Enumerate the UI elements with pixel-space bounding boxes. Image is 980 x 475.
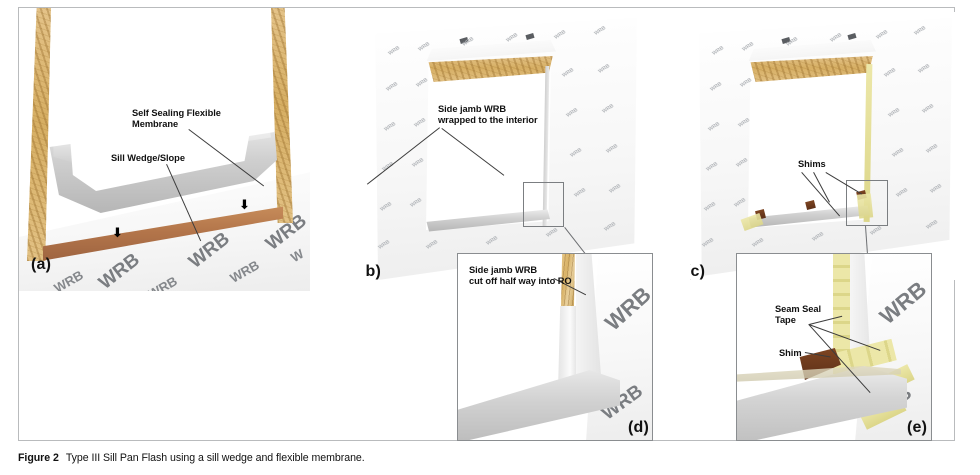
panel-letter-b: (b) <box>366 263 382 280</box>
figure-caption-text: Type III Sill Pan Flash using a sill wed… <box>65 452 365 464</box>
figure-number: Figure 2 <box>18 452 59 464</box>
panel-a: WRB WRB WRB WRB WRB WRB W ⬇ ⬇ Self Seali… <box>19 8 310 291</box>
annotation-seam-seal-tape: Seam Seal Tape <box>775 304 822 326</box>
rough-opening-c <box>748 56 870 228</box>
annotation-self-sealing-flexible-membrane: Self Sealing Flexible Membrane <box>132 108 221 130</box>
zoom-marker-b <box>523 182 564 227</box>
flow-arrow-left-a: ⬇ <box>112 225 123 240</box>
annotation-shim: Shim <box>779 348 802 358</box>
panel-letter-d: (d) <box>628 419 650 436</box>
annotation-shims: Shims <box>798 159 826 169</box>
annotation-side-jamb-wrb-cut-off: Side jamb WRB cut off half way into RO <box>469 265 572 287</box>
annotation-side-jamb-wrb-wrapped: Side jamb WRB wrapped to the interior <box>438 104 538 126</box>
panel-c: WRB WRB WRB WRB WRB WRB WRB WRB WRB WRB … <box>690 12 955 280</box>
annotation-sill-wedge-slope: Sill Wedge/Slope <box>111 153 185 163</box>
panel-letter-c: (c) <box>690 263 706 280</box>
zoom-marker-c <box>846 180 888 226</box>
detail-box-d: WRB WRB Side jamb WRB cut off half way i… <box>457 253 653 441</box>
figure-caption: Figure 2 Type III Sill Pan Flash using a … <box>18 452 365 464</box>
rough-opening-b <box>426 56 551 230</box>
panel-letter-a: (a) <box>31 256 52 273</box>
detail-box-e: WRB WRB Seam Seal Tape Shim (e) <box>736 253 932 441</box>
panel-letter-e: (e) <box>907 419 928 436</box>
panel-b: WRB WRB WRB WRB WRB WRB WRB WRB WRB WRB … <box>366 12 641 287</box>
detail-d-jamb-stud <box>561 254 575 310</box>
seam-tape-vertical-e <box>833 254 850 374</box>
osb-left-jamb-a <box>27 8 51 261</box>
flow-arrow-right-a: ⬇ <box>239 197 250 212</box>
detail-d-jamb-wrb <box>558 306 580 391</box>
